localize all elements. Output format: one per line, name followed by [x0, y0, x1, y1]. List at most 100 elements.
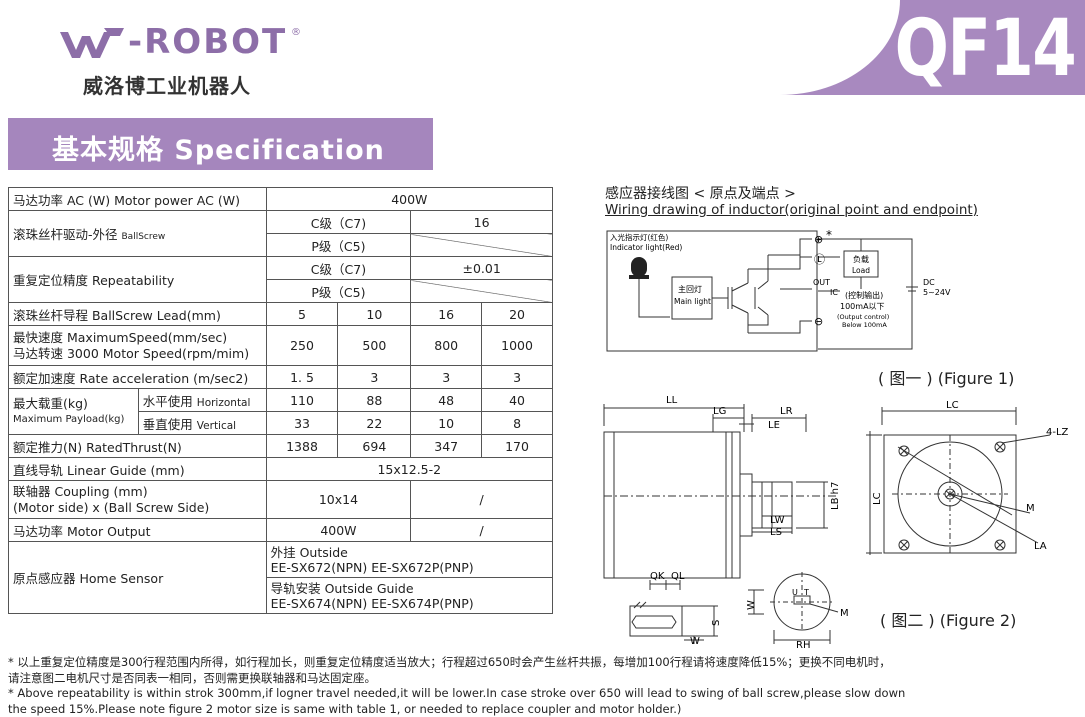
- dim-m: M: [1026, 503, 1035, 514]
- horizontal-label: 水平使用 Horizontal: [137, 388, 267, 412]
- table-row: 原点感应器 Home Sensor 外挂 Outside EE-SX672(NP…: [8, 541, 554, 614]
- dim-t: T: [803, 588, 809, 597]
- table-row: 联轴器 Coupling (mm) (Motor side) x (Ball S…: [8, 480, 553, 519]
- header-white-area: [0, 0, 900, 95]
- lead-value: 20: [481, 302, 553, 326]
- lead-label: 滚珠丝杆导程 BallScrew Lead(mm): [8, 302, 267, 326]
- table-row: P级（C5): [9, 279, 553, 303]
- ic-label: IC: [830, 288, 838, 297]
- main-light-en: Main light: [674, 297, 711, 306]
- dim-lc: LC: [946, 400, 959, 411]
- minus-terminal: ⊖: [814, 315, 823, 328]
- ctrl-en: (Output control): [837, 313, 889, 321]
- lead-value: 10: [337, 302, 412, 326]
- table-row: 滚珠丝杆驱动-外径 BallScrew C级（C7) 16: [8, 210, 553, 257]
- wiring-diagram: 入光指示灯(红色) Indicator light(Red) 主回灯 Main …: [606, 228, 951, 352]
- horizontal-value: 40: [481, 388, 553, 412]
- brand-cn-name: 威洛博工业机器人: [83, 74, 251, 98]
- speed-label: 最快速度 MaximumSpeed(mm/sec) 马达转速 3000 Moto…: [8, 325, 267, 366]
- accel-value: 1. 5: [265, 365, 339, 389]
- table-row: 重复定位精度 Repeatability C级（C7) ±0.01: [8, 256, 553, 303]
- table-row: 马达功率 Motor Output 400W /: [8, 518, 553, 542]
- ballscrew-c7-value: 16: [410, 210, 553, 234]
- table-row: 额定推力(N) RatedThrust(N) 1388 694 347 170: [8, 434, 553, 458]
- dim-ll: LL: [666, 395, 678, 406]
- mounting-hole-icon: [898, 441, 1006, 551]
- shaft-end-view: W U T M RH: [746, 572, 849, 648]
- home-sensor-guide: 导轨安装 Outside Guide EE-SX674(NPN) EE-SX67…: [265, 577, 554, 614]
- vertical-value: 10: [410, 411, 483, 435]
- p-grade-label: P级（C5): [265, 233, 412, 257]
- note-en-line-2: the speed 15%.Please note figure 2 motor…: [8, 702, 682, 716]
- transistor-circuit-icon: [712, 255, 769, 333]
- load-cn: 负载: [853, 254, 869, 264]
- output-value: 400W: [265, 518, 412, 542]
- dim-qk: QK: [650, 571, 665, 582]
- speed-value: 1000: [481, 325, 553, 366]
- ballscrew-p5-empty: [410, 233, 553, 257]
- dim-ls: LS: [770, 527, 782, 538]
- dc-range: 5~24V: [923, 288, 951, 297]
- vertical-value: 8: [481, 411, 553, 435]
- horizontal-value: 88: [337, 388, 412, 412]
- dim-lc-vertical: LC: [872, 492, 883, 505]
- dc-battery-icon: [906, 286, 918, 292]
- ctrl-below: Below 100mA: [842, 321, 887, 329]
- table-row: 最大载重(kg) Maximum Payload(kg) 水平使用 Horizo…: [8, 388, 553, 435]
- table-row: 额定加速度 Rate acceleration (m/sec2) 1. 5 3 …: [8, 365, 553, 389]
- home-sensor-label: 原点感应器 Home Sensor: [8, 541, 267, 614]
- thrust-value: 694: [337, 434, 412, 458]
- brand-name: -ROBOT: [128, 22, 288, 62]
- accel-label: 额定加速度 Rate acceleration (m/sec2): [8, 365, 267, 389]
- repeat-p5-empty: [410, 279, 553, 303]
- motor-power-value: 400W: [265, 187, 554, 211]
- output-alt: /: [410, 518, 553, 542]
- thrust-label: 额定推力(N) RatedThrust(N): [8, 434, 267, 458]
- speed-value: 500: [337, 325, 412, 366]
- c-grade-label: C级（C7): [265, 256, 412, 280]
- accel-value: 3: [337, 365, 412, 389]
- table-row: 滚珠丝杆导程 BallScrew Lead(mm) 5 10 16 20: [8, 302, 553, 326]
- indicator-lamp-icon: [629, 257, 670, 318]
- indicator-en-label: Indicator light(Red): [610, 243, 682, 252]
- dim-w: W: [690, 636, 700, 646]
- speed-value: 800: [410, 325, 483, 366]
- accel-value: 3: [410, 365, 483, 389]
- coupling-label: 联轴器 Coupling (mm) (Motor side) x (Ball S…: [8, 480, 267, 519]
- repeat-c7-value: ±0.01: [410, 256, 553, 280]
- table-row: 马达功率 AC (W) Motor power AC (W) 400W: [8, 187, 554, 211]
- output-label: 马达功率 Motor Output: [8, 518, 267, 542]
- thrust-value: 1388: [265, 434, 339, 458]
- dc-label: DC: [923, 278, 935, 287]
- dim-rh: RH: [796, 640, 810, 648]
- ballscrew-label: 滚珠丝杆驱动-外径 BallScrew: [8, 210, 267, 257]
- dim-u: U: [792, 588, 798, 597]
- motor-side-view: LL LG LR LE LW LS LB h7: [603, 395, 841, 579]
- horizontal-value: 110: [265, 388, 339, 412]
- coupling-value: 10x14: [265, 480, 412, 519]
- out-label: OUT: [813, 278, 830, 287]
- vertical-value: 22: [337, 411, 412, 435]
- guide-label: 直线导轨 Linear Guide (mm): [8, 457, 267, 481]
- table-row: 直线导轨 Linear Guide (mm) 15x12.5-2: [8, 457, 554, 481]
- wiring-title: 感应器接线图 < 原点及端点 >: [605, 186, 796, 202]
- thrust-value: 347: [410, 434, 483, 458]
- load-en: Load: [852, 266, 870, 275]
- coupling-alt: /: [410, 480, 553, 519]
- payload-label: 最大载重(kg) Maximum Payload(kg): [8, 388, 139, 435]
- accel-value: 3: [481, 365, 553, 389]
- figure-2-caption: ( 图二 ) (Figure 2): [880, 611, 1017, 630]
- dim-lw: LW: [770, 515, 785, 526]
- registered-mark: ®: [291, 27, 301, 38]
- robot-logo-icon: [60, 28, 124, 58]
- dim-4-lz: 4-LZ: [1046, 427, 1069, 438]
- dim-lr: LR: [780, 406, 793, 417]
- motor-power-label: 马达功率 AC (W) Motor power AC (W): [8, 187, 267, 211]
- thrust-value: 170: [481, 434, 553, 458]
- vertical-value: 33: [265, 411, 339, 435]
- section-title: 基本规格 Specification: [52, 135, 385, 166]
- plus-terminal: ⊕: [814, 233, 823, 246]
- dim-m-end: M: [840, 608, 849, 619]
- home-sensor-outside: 外挂 Outside EE-SX672(NPN) EE-SX672P(PNP): [265, 541, 554, 578]
- dim-lg: LG: [713, 406, 726, 417]
